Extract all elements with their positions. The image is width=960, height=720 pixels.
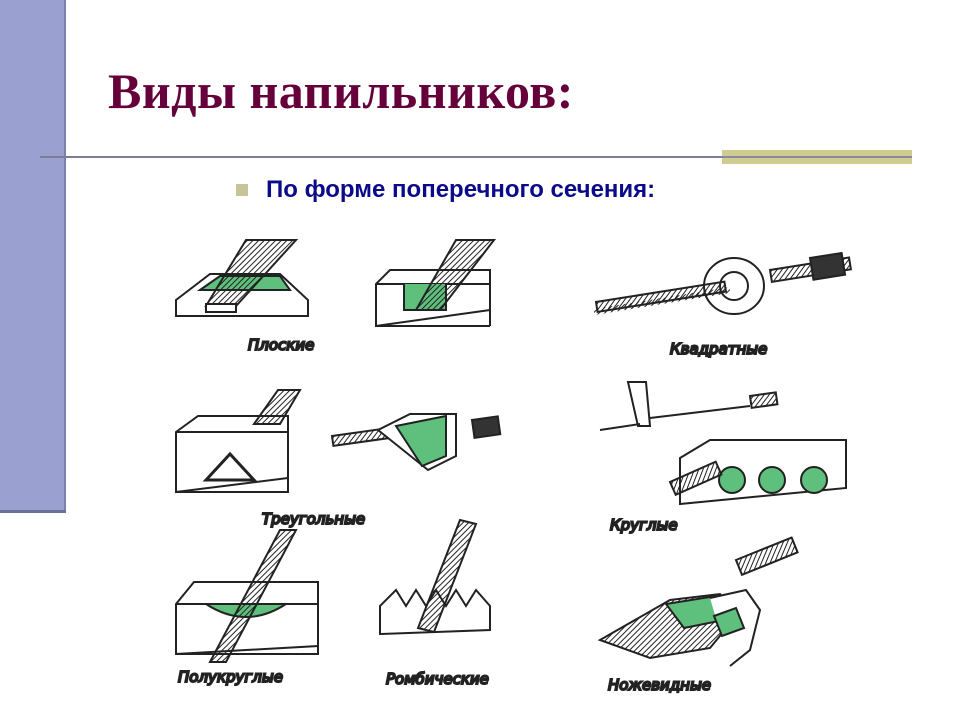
left-side-bar-shadow [64,0,66,513]
caption-triangular: Треугольные [262,510,365,528]
file-types-illustration: Плоские Квадратные Треугольные Круглые [110,230,870,708]
triangular-file-drawing [175,389,502,494]
caption-flat: Плоские [248,336,314,354]
bullet-item: По форме поперечного сечения: [236,176,655,204]
square-file-drawing [593,251,853,315]
caption-square: Квадратные [670,340,767,358]
round-file-drawing [599,381,847,506]
caption-half-round: Полукруглые [178,668,283,686]
title-divider [40,156,912,158]
title-accent-block [722,150,912,164]
left-side-bar [0,0,64,512]
flat-file-drawing [175,239,497,328]
knife-file-drawing [597,536,799,667]
caption-round: Круглые [610,516,678,534]
half-round-file-drawing [175,518,491,663]
bullet-square-icon [236,184,248,196]
slide-title: Виды напильников: [108,63,574,119]
caption-rhombic: Ромбические [386,670,489,688]
caption-knife: Ножевидные [608,676,711,694]
left-side-bar-edge [0,510,66,513]
bullet-text: По форме поперечного сечения: [266,176,656,203]
